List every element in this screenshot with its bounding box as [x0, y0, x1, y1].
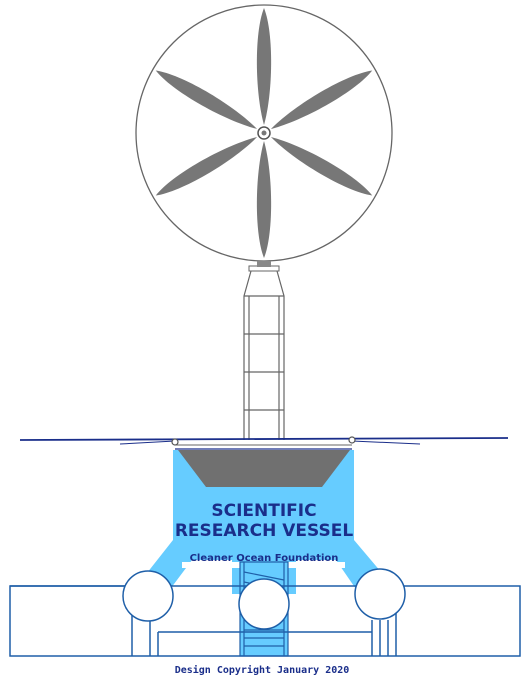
rotor-blade: [155, 70, 258, 129]
wing-spars: [19, 437, 509, 450]
pontoon-right: [354, 568, 406, 620]
title-line2: RESEARCH VESSEL: [175, 521, 354, 541]
rotor-blade: [155, 137, 258, 196]
pontoon-center: [238, 578, 290, 630]
footer-copyright: Design Copyright January 2020: [175, 664, 350, 676]
rotor-blade: [256, 8, 272, 125]
rotor-blade: [256, 141, 272, 258]
mast-collar: [257, 261, 271, 267]
lattice-tower: [243, 270, 285, 440]
wind-turbine: [135, 4, 393, 262]
subtitle: Cleaner Ocean Foundation: [190, 553, 339, 564]
rotor-blades: [155, 8, 373, 258]
hopper: [178, 450, 350, 487]
pontoon-left: [122, 570, 174, 622]
right-pivot: [348, 436, 356, 444]
rotor-blade: [270, 137, 373, 196]
left-pivot: [171, 438, 179, 446]
rotor-blade: [270, 70, 373, 129]
title-line1: SCIENTIFIC: [211, 501, 316, 521]
rotor-hub-center: [261, 130, 267, 136]
